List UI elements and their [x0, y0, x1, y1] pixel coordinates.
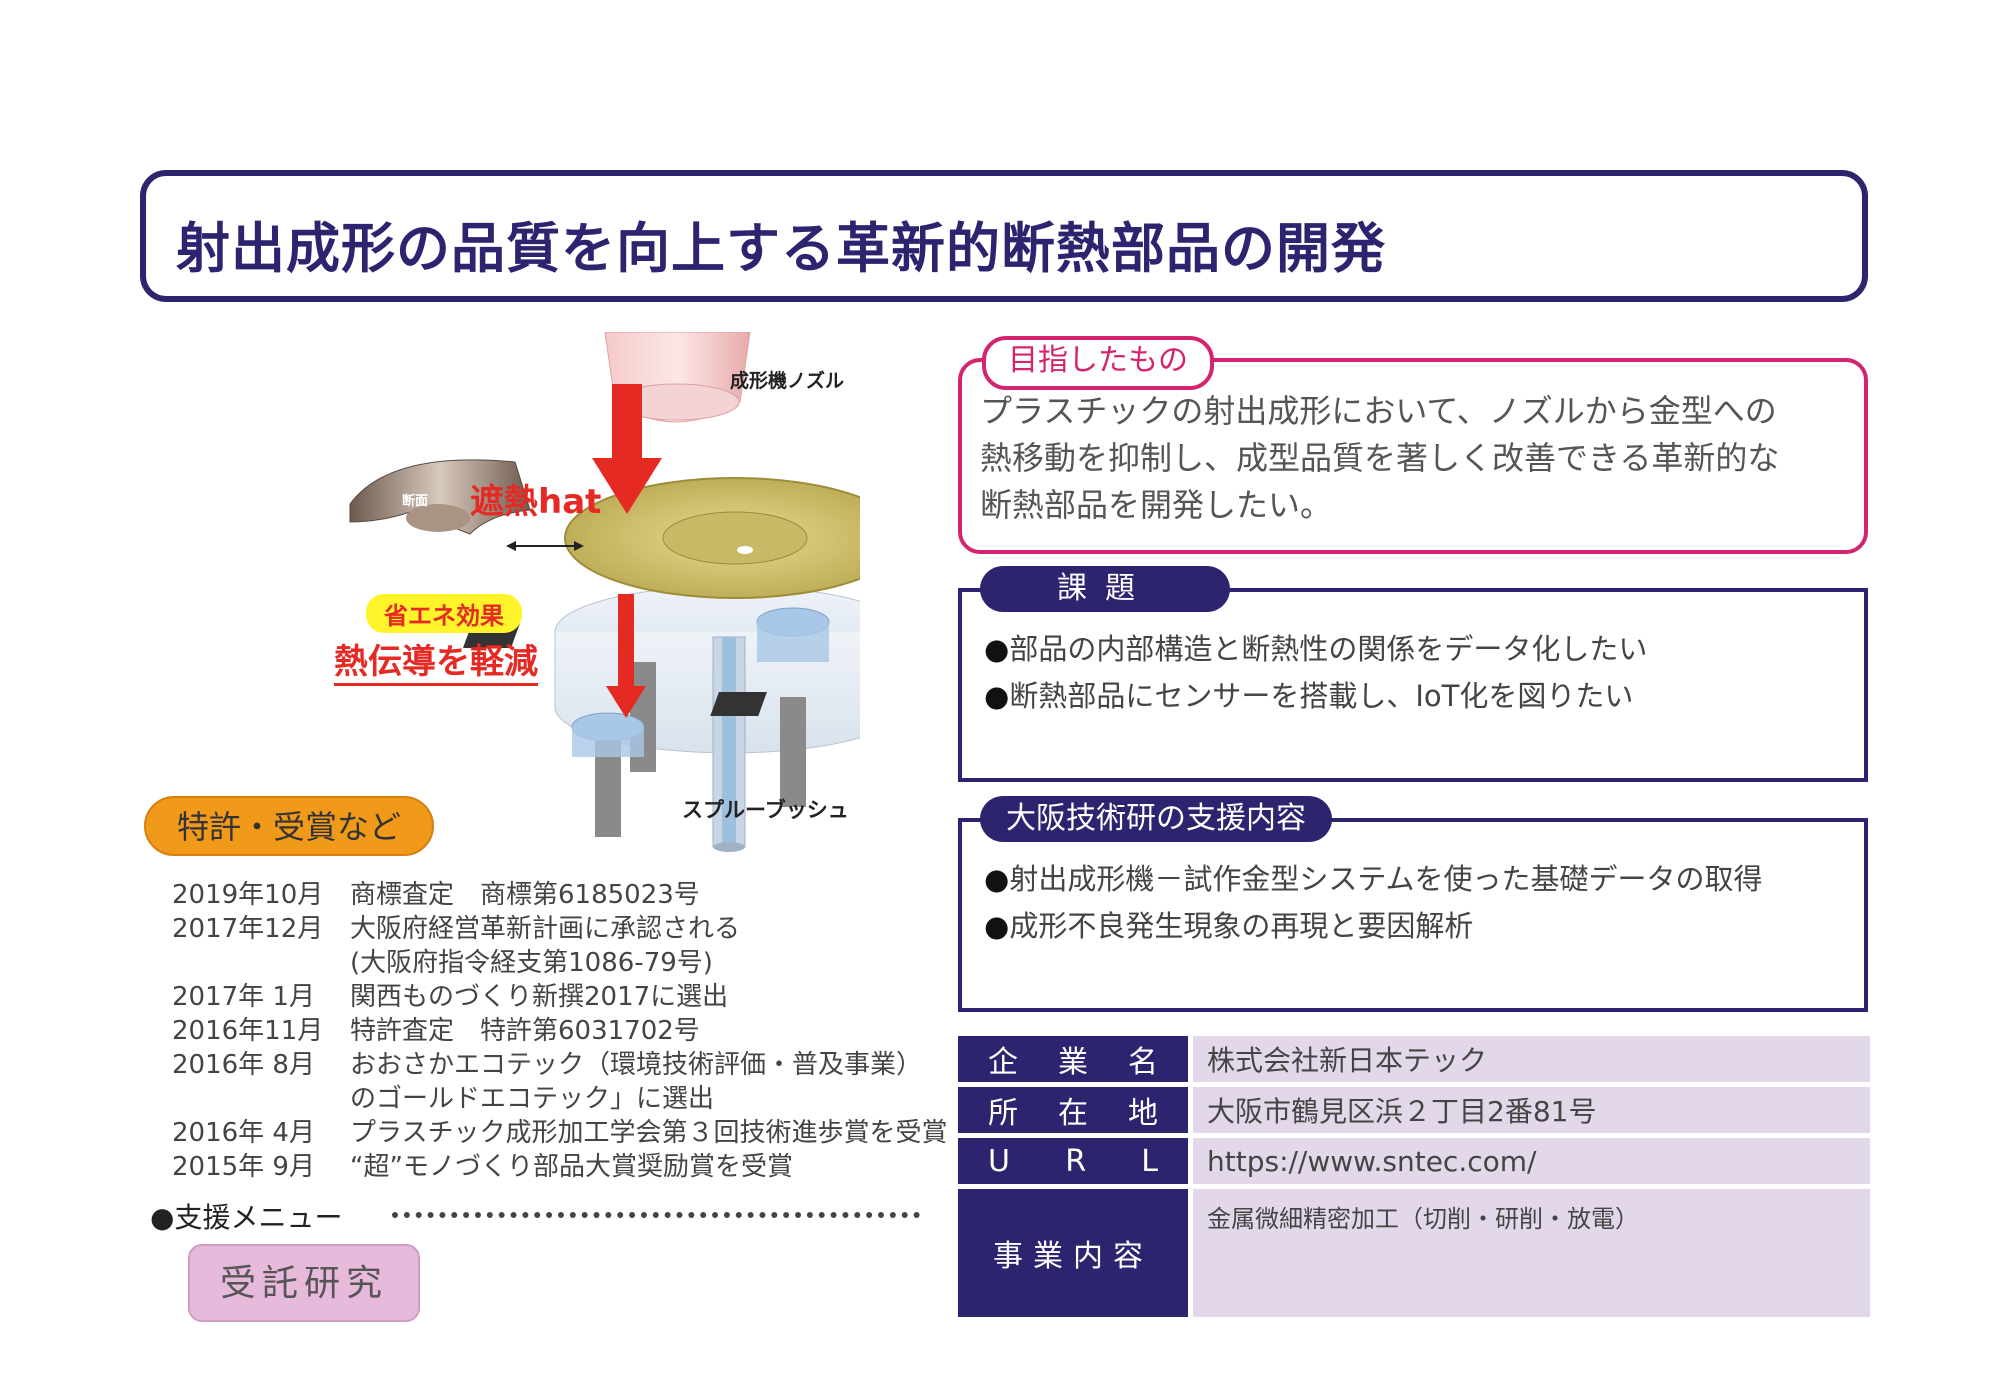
bullet-icon: ●: [150, 1201, 175, 1234]
list-item: 2016年11月特許査定 特許第6031702号: [172, 1014, 932, 1048]
company-business-value: 金属微細精密加工（切削・研削・放電）: [1193, 1189, 1870, 1317]
support-text: 成形不良発生現象の再現と要因解析: [1009, 909, 1474, 943]
hat-label: 遮熱hat: [470, 482, 602, 522]
key-char: U: [988, 1143, 1010, 1179]
patent-text: 特許査定 特許第6031702号: [350, 1016, 700, 1046]
dotted-divider: [392, 1212, 920, 1218]
support-menu-item: 受託研究: [188, 1244, 420, 1322]
energy-label: 省エネ効果: [366, 594, 522, 633]
key-char: 地: [1128, 1096, 1158, 1131]
table-row: 事業内容 金属微細精密加工（切削・研削・放電）: [958, 1189, 1870, 1317]
table-row: U R L https://www.sntec.com/: [958, 1138, 1870, 1184]
title-box: 射出成形の品質を向上する革新的断熱部品の開発: [140, 170, 1868, 302]
patent-date: 2016年11月: [172, 1016, 324, 1046]
goal-line: 断熱部品を開発したい。: [980, 486, 1333, 524]
sprue-label: スプルーブッシュ: [682, 798, 849, 822]
support-text: 射出成形機－試作金型システムを使った基礎データの取得: [1009, 862, 1763, 896]
list-item: ●射出成形機－試作金型システムを使った基礎データの取得: [984, 856, 1762, 903]
insulation-part-drawing: [349, 332, 860, 852]
patent-date: [172, 946, 350, 980]
patent-text: プラスチック成形加工学会第３回技術進歩賞を受賞: [350, 1118, 948, 1148]
patent-text: (大阪府指令経支第1086-79号): [350, 948, 713, 978]
patent-text: 関西ものづくり新撰2017に選出: [350, 982, 729, 1012]
issue-text: 部品の内部構造と断熱性の関係をデータ化したい: [1009, 632, 1648, 666]
patent-date: 2017年 1月: [172, 982, 315, 1012]
list-item: ●断熱部品にセンサーを搭載し、IoT化を図りたい: [984, 673, 1647, 720]
goal-line: 熱移動を抑制し、成型品質を著しく改善できる革新的な: [980, 439, 1780, 477]
issues-heading: 課題: [980, 566, 1230, 612]
list-item: 2016年 4月 プラスチック成形加工学会第３回技術進歩賞を受賞: [172, 1116, 947, 1150]
bullet-icon: ●: [984, 909, 1010, 943]
key-char: L: [1141, 1143, 1158, 1179]
bullet-icon: ●: [984, 632, 1010, 666]
company-name-value: 株式会社新日本テック: [1193, 1036, 1870, 1082]
key-char: 業: [1058, 1045, 1088, 1080]
company-name-key: 企業名: [958, 1036, 1188, 1082]
list-item: (大阪府指令経支第1086-79号): [172, 946, 932, 980]
list-item: 2015年 9月 “超”モノづくり部品大賞奨励賞を受賞: [172, 1150, 932, 1184]
issues-list: ●部品の内部構造と断熱性の関係をデータ化したい ●断熱部品にセンサーを搭載し、I…: [984, 626, 1647, 720]
list-item: 2017年12月大阪府経営革新計画に承認される: [172, 912, 932, 946]
key-char: 所: [988, 1096, 1018, 1131]
patent-text: おおさかエコテック（環境技術評価・普及事業）: [350, 1050, 923, 1080]
bullet-icon: ●: [984, 862, 1010, 896]
patent-date: 2016年 4月: [172, 1118, 315, 1148]
list-item: 2019年10月商標査定 商標第6185023号: [172, 878, 932, 912]
list-item: ●成形不良発生現象の再現と要因解析: [984, 903, 1762, 950]
goal-line: プラスチックの射出成形において、ノズルから金型への: [980, 392, 1777, 430]
company-url-link[interactable]: https://www.sntec.com/: [1193, 1138, 1870, 1184]
page-title: 射出成形の品質を向上する革新的断熱部品の開発: [176, 217, 1386, 280]
list-item: 2017年 1月 関西ものづくり新撰2017に選出: [172, 980, 932, 1014]
list-item: のゴールドエコテック」に選出: [172, 1082, 932, 1116]
table-row: 所 在 地 大阪市鶴見区浜２丁目2番81号: [958, 1087, 1870, 1133]
issues-box: [958, 588, 1868, 782]
table-row: 企 業 名 株式会社新日本テック: [958, 1036, 1870, 1082]
patent-list: 2019年10月商標査定 商標第6185023号 2017年12月大阪府経営革新…: [172, 878, 947, 1184]
list-item: 2016年 8月 おおさかエコテック（環境技術評価・普及事業）: [172, 1048, 932, 1082]
support-menu-label: 支援メニュー: [174, 1201, 343, 1234]
support-box: [958, 818, 1868, 1012]
nozzle-label: 成形機ノズル: [730, 370, 845, 392]
patents-heading: 特許・受賞など: [144, 796, 434, 856]
patent-text: のゴールドエコテック」に選出: [350, 1084, 715, 1114]
key-char: 名: [1128, 1045, 1158, 1080]
conduction-label: 熱伝導を軽減: [334, 634, 538, 686]
patent-text: “超”モノづくり部品大賞奨励賞を受賞: [350, 1152, 793, 1182]
issue-text: 断熱部品にセンサーを搭載し、IoT化を図りたい: [1009, 679, 1634, 713]
list-item: ●部品の内部構造と断熱性の関係をデータ化したい: [984, 626, 1647, 673]
company-address-key: 所在地: [958, 1087, 1188, 1133]
patent-text: 商標査定 商標第6185023号: [350, 880, 700, 910]
company-business-key: 事業内容: [958, 1189, 1188, 1317]
section-label: 断面: [402, 494, 429, 509]
patent-date: 2019年10月: [172, 880, 324, 910]
goal-heading: 目指したもの: [982, 336, 1214, 390]
key-char: 企: [988, 1045, 1018, 1080]
support-menu-heading: ●支援メニュー: [150, 1196, 342, 1236]
key-char: 在: [1058, 1096, 1088, 1131]
bullet-icon: ●: [984, 679, 1010, 713]
patent-date: 2017年12月: [172, 914, 324, 944]
goal-box: [958, 358, 1868, 554]
patent-date: 2016年 8月: [172, 1050, 315, 1080]
company-table: 企 業 名 株式会社新日本テック 所 在 地 大阪市鶴見区浜２丁目2番81号 U R L h…: [958, 1036, 1870, 1322]
patent-date: [172, 1082, 350, 1116]
support-heading: 大阪技術研の支援内容: [980, 796, 1332, 842]
product-illustration: 成形機ノズル 遮熱hat 断面 省エネ効果 熱伝導を軽減 スプルーブッシュ: [330, 332, 860, 862]
key-char: R: [1065, 1143, 1087, 1179]
patent-text: 大阪府経営革新計画に承認される: [350, 914, 741, 944]
patent-date: 2015年 9月: [172, 1152, 315, 1182]
support-list: ●射出成形機－試作金型システムを使った基礎データの取得 ●成形不良発生現象の再現…: [984, 856, 1762, 950]
company-address-value: 大阪市鶴見区浜２丁目2番81号: [1193, 1087, 1870, 1133]
goal-text: プラスチックの射出成形において、ノズルから金型への 熱移動を抑制し、成型品質を著…: [980, 388, 1860, 529]
